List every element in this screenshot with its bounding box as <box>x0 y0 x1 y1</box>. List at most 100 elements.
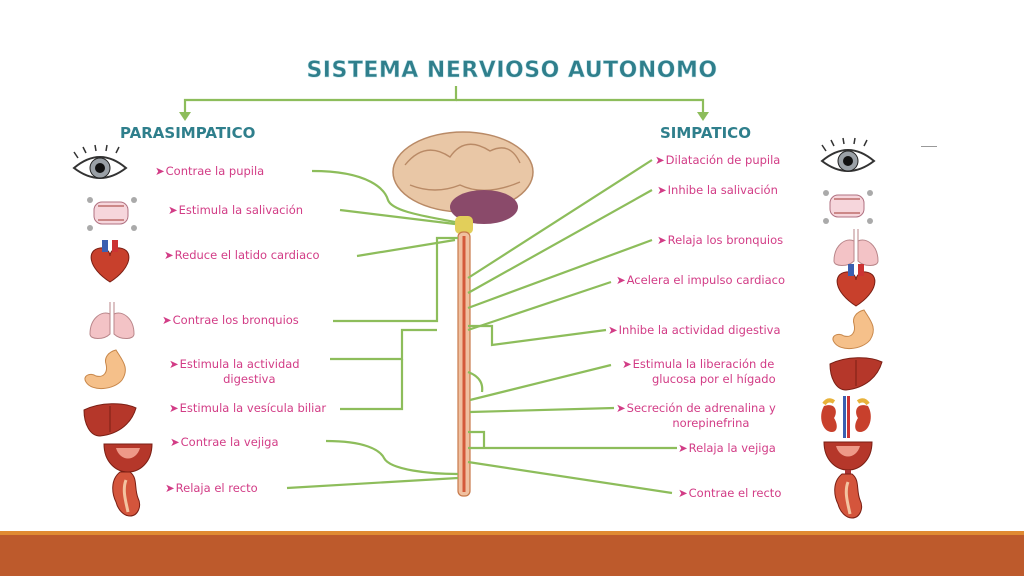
label-text: Relaja los bronquios <box>667 233 784 247</box>
label-arrow-icon: ➤ <box>622 357 632 371</box>
brain-folds <box>404 143 521 166</box>
label-text: Contrae la pupila <box>165 164 265 178</box>
salivary-gland-icon <box>823 190 873 224</box>
stomach-icon <box>84 349 126 389</box>
parasympathetic-label-3: ➤Reduce el latido cardiaco <box>164 248 320 263</box>
label-text: Secreción de adrenalina y <box>626 401 776 415</box>
sympathetic-label-2: ➤Inhibe la salivación <box>657 183 778 198</box>
label-arrow-icon: ➤ <box>608 323 618 337</box>
label-arrow-icon: ➤ <box>655 153 665 167</box>
lungs-icon <box>89 302 135 339</box>
parasympathetic-wire <box>325 439 459 476</box>
label-text-continued: glucosa por el hígado <box>652 372 776 386</box>
label-text-continued: norepinefrina <box>672 416 750 430</box>
label-text: Reduce el latido cardiaco <box>174 248 320 262</box>
sympathetic-label-3: ➤Relaja los bronquios <box>657 233 783 248</box>
parasympathetic-wire <box>286 476 459 490</box>
arrowhead-left <box>179 112 191 121</box>
label-arrow-icon: ➤ <box>168 203 178 217</box>
label-arrow-icon: ➤ <box>616 273 626 287</box>
parasympathetic-label-8: ➤Relaja el recto <box>165 481 258 496</box>
label-arrow-icon: ➤ <box>678 441 688 455</box>
label-text: Relaja la vejiga <box>688 441 776 455</box>
label-text: Contrae la vejiga <box>180 435 279 449</box>
label-arrow-icon: ➤ <box>169 357 179 371</box>
kidneys-adrenal-icon <box>821 396 871 438</box>
parasympathetic-wire <box>340 359 404 411</box>
title-bracket-right <box>456 98 705 118</box>
label-text: Inhibe la actividad digestiva <box>618 323 781 337</box>
label-arrow-icon: ➤ <box>162 313 172 327</box>
brainstem-icon <box>455 216 473 234</box>
diagram-title: SISTEMA NERVIOSO AUTONOMO <box>306 58 718 84</box>
ganglion-bracket <box>468 430 486 448</box>
sympathetic-label-4: ➤Acelera el impulso cardiaco <box>616 273 785 288</box>
sympathetic-label-5: ➤Inhibe la actividad digestiva <box>608 323 781 338</box>
label-text: Estimula la salivación <box>178 203 304 217</box>
parasympathetic-wire <box>330 328 437 361</box>
label-text: Inhibe la salivación <box>667 183 778 197</box>
liver-icon <box>83 403 137 437</box>
label-text: Estimula la liberación de <box>632 357 775 371</box>
title-bracket-left <box>183 86 458 118</box>
ganglion-bracket <box>467 370 484 393</box>
parasympathetic-wire <box>311 169 456 224</box>
rectum-icon <box>834 473 863 519</box>
heart-icon <box>90 240 130 283</box>
label-arrow-icon: ➤ <box>169 401 179 415</box>
parasympathetic-wire <box>339 208 456 226</box>
stomach-icon <box>832 309 874 349</box>
parasympathetic-label-6: ➤Estimula la vesícula biliar <box>169 401 326 416</box>
parasympathetic-label-1: ➤Contrae la pupila <box>155 164 264 179</box>
parasympathetic-wire <box>356 238 456 258</box>
label-arrow-icon: ➤ <box>165 481 175 495</box>
sympathetic-wire <box>467 280 612 332</box>
label-arrow-icon: ➤ <box>164 248 174 262</box>
footer-bar <box>0 531 1024 576</box>
sympathetic-wire <box>467 159 653 279</box>
label-text: Relaja el recto <box>175 481 258 495</box>
label-text: Estimula la vesícula biliar <box>179 401 327 415</box>
liver-icon <box>829 357 883 391</box>
label-text: Contrae el recto <box>688 486 782 500</box>
sympathetic-label-9: ➤Contrae el recto <box>678 486 781 501</box>
heading-parasympathetic: PARASIMPATICO <box>120 124 256 142</box>
sympathetic-wire <box>467 238 653 310</box>
label-arrow-icon: ➤ <box>657 183 667 197</box>
parasympathetic-label-4: ➤Contrae los bronquios <box>162 313 299 328</box>
parasympathetic-label-7: ➤Contrae la vejiga <box>170 435 279 450</box>
parasympathetic-label-2: ➤Estimula la salivación <box>168 203 303 218</box>
label-arrow-icon: ➤ <box>678 486 688 500</box>
arrowhead-right <box>697 112 709 121</box>
label-arrow-icon: ➤ <box>170 435 180 449</box>
sympathetic-wire <box>468 324 607 347</box>
sympathetic-wire <box>469 363 612 402</box>
label-arrow-icon: ➤ <box>657 233 667 247</box>
label-arrow-icon: ➤ <box>616 401 626 415</box>
lungs-icon <box>833 229 879 266</box>
rectum-icon <box>112 471 141 517</box>
eye-icon <box>820 137 876 172</box>
eye-icon <box>72 144 128 179</box>
sympathetic-label-8: ➤Relaja la vejiga <box>678 441 776 456</box>
salivary-gland-icon <box>87 197 137 231</box>
sympathetic-label-1: ➤Dilatación de pupila <box>655 153 780 168</box>
label-text: Estimula la actividad <box>179 357 300 371</box>
bladder-icon <box>823 441 873 478</box>
sympathetic-wire <box>469 406 615 414</box>
heading-sympathetic: SIMPATICO <box>660 124 751 142</box>
cerebellum-icon <box>450 190 518 224</box>
heart-icon <box>836 264 876 307</box>
sympathetic-wire <box>467 189 653 294</box>
sympathetic-wire <box>467 460 673 495</box>
divider <box>921 146 937 147</box>
label-text: Dilatación de pupila <box>665 153 781 167</box>
label-text-continued: digestiva <box>223 372 276 386</box>
label-arrow-icon: ➤ <box>155 164 165 178</box>
footer-accent-line <box>0 531 1024 535</box>
